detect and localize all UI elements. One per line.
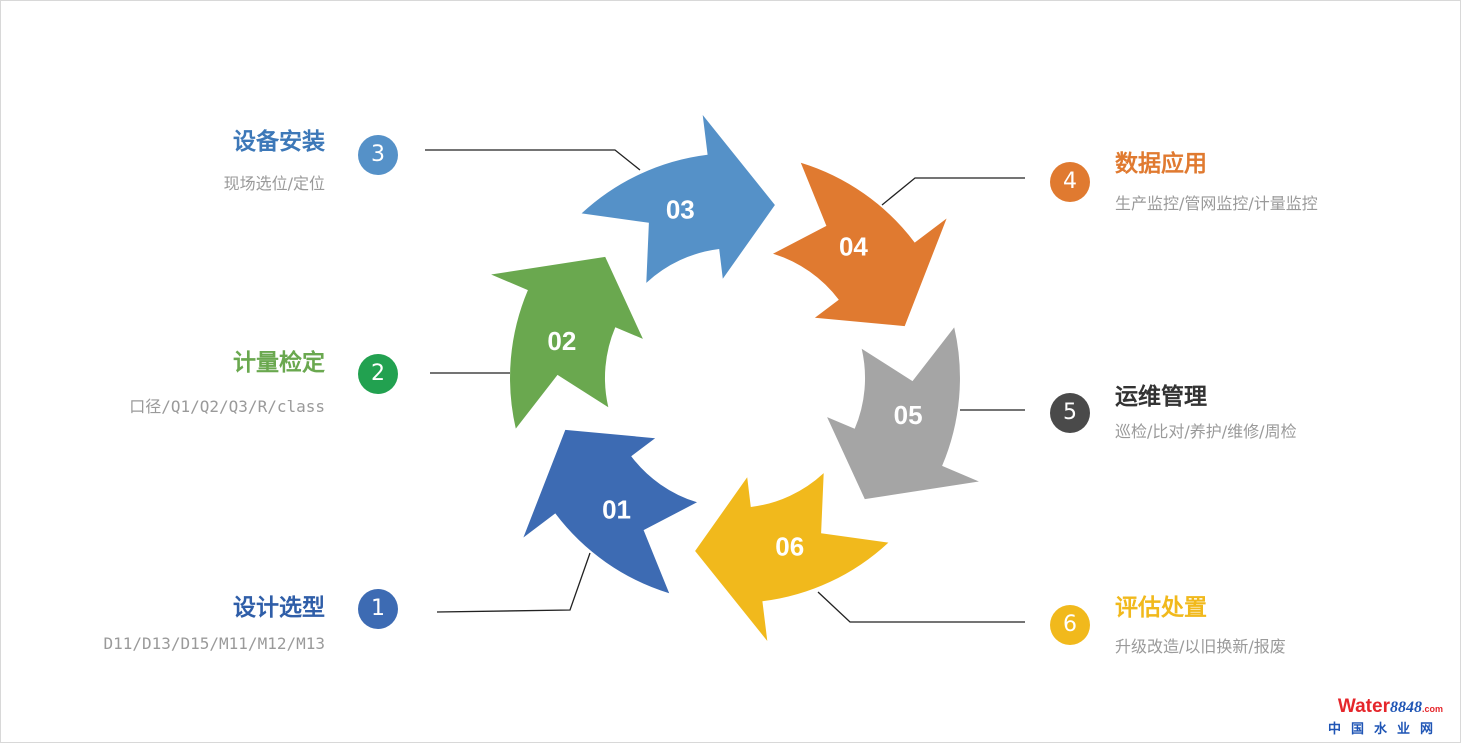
step-2-badge: 2 bbox=[358, 354, 398, 394]
step-1-title: 设计选型 bbox=[233, 595, 325, 621]
cycle-arrow-label-2: 02 bbox=[547, 326, 576, 356]
cycle-arrow-label-1: 01 bbox=[602, 495, 631, 525]
cycle-arrow-4 bbox=[773, 162, 947, 327]
leader-line-6 bbox=[817, 591, 1025, 623]
step-3-badge: 3 bbox=[358, 135, 398, 175]
step-6-title: 评估处置 bbox=[1115, 595, 1207, 621]
leader-lines bbox=[425, 149, 1025, 623]
watermark-logo: Water8848.com 中国水业网 bbox=[1328, 696, 1443, 737]
step-5-subtitle: 巡检/比对/养护/维修/周检 bbox=[1115, 422, 1297, 441]
cycle-arrow-3 bbox=[581, 115, 775, 283]
step-4-subtitle: 生产监控/管网监控/计量监控 bbox=[1115, 194, 1318, 213]
step-2-subtitle: 口径/Q1/Q2/Q3/R/class bbox=[129, 397, 325, 416]
step-6-subtitle: 升级改造/以旧换新/报废 bbox=[1115, 637, 1286, 656]
cycle-arrow-1 bbox=[523, 429, 697, 594]
step-5-title: 运维管理 bbox=[1115, 384, 1207, 410]
leader-line-4 bbox=[881, 177, 1025, 206]
step-1-badge: 1 bbox=[358, 589, 398, 629]
cycle-arrow-2 bbox=[491, 256, 643, 429]
step-1-subtitle: D11/D13/D15/M11/M12/M13 bbox=[103, 634, 325, 653]
cycle-arrow-label-6: 06 bbox=[775, 531, 804, 561]
watermark-cn: 中国水业网 bbox=[1327, 722, 1443, 737]
watermark-brand: Water bbox=[1337, 696, 1390, 717]
cycle-arrow-label-3: 03 bbox=[666, 195, 695, 225]
watermark-suffix: .com bbox=[1421, 704, 1443, 714]
step-4-title: 数据应用 bbox=[1115, 151, 1207, 177]
step-3-subtitle: 现场选位/定位 bbox=[223, 174, 325, 193]
leader-line-1 bbox=[436, 552, 591, 613]
cycle-arrow-6 bbox=[695, 473, 889, 641]
step-2-title: 计量检定 bbox=[233, 350, 325, 376]
step-3-title: 设备安装 bbox=[233, 129, 325, 155]
cycle-arrow-label-5: 05 bbox=[894, 400, 923, 430]
step-5-badge: 5 bbox=[1050, 393, 1090, 433]
step-4-badge: 4 bbox=[1050, 162, 1090, 202]
cycle-arrow-label-4: 04 bbox=[839, 231, 868, 261]
step-6-badge: 6 bbox=[1050, 605, 1090, 645]
leader-line-3 bbox=[425, 149, 641, 171]
watermark-digits: 8848 bbox=[1389, 699, 1422, 716]
cycle-arrow-5 bbox=[827, 327, 979, 500]
